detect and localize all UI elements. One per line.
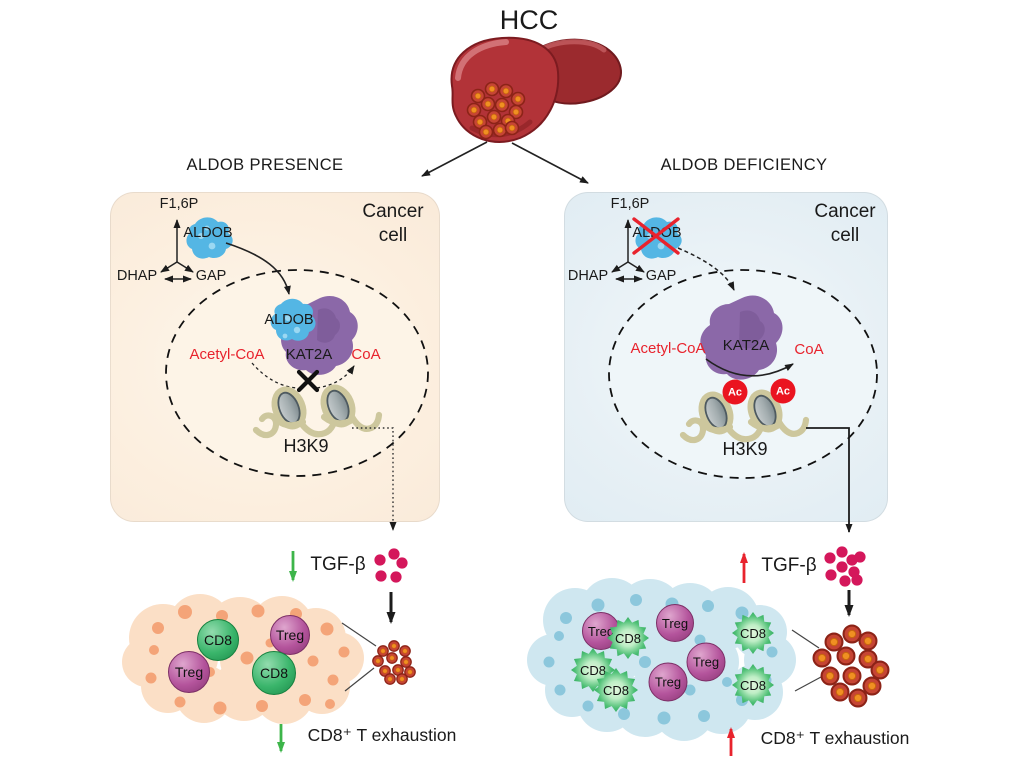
tgf-beta-molecules-icon <box>824 546 866 587</box>
treg-cell: Treg <box>168 651 210 693</box>
arrow-to-presence <box>421 141 488 177</box>
gap-label: GAP <box>195 268 227 284</box>
acetyl-coa-label: Acetyl-CoA <box>189 346 265 363</box>
active-reaction-arrow <box>705 358 794 377</box>
acetyl-coa-label: Acetyl-CoA <box>630 340 706 357</box>
presence-pathway-graphics <box>160 217 429 531</box>
deficiency-pathway-graphics <box>608 217 878 533</box>
presence-panel-title: ALDOB PRESENCE <box>186 156 344 174</box>
cancer-cell-label: Cancer cell <box>362 201 424 247</box>
f16p-label: F1,6P <box>159 196 199 212</box>
diagram-title: HCC <box>499 5 559 35</box>
dashed-translocation-arrow <box>677 247 735 291</box>
treg-cell: Treg <box>686 642 726 682</box>
acetyl-mark-badge: Ac <box>722 379 748 405</box>
liver-icon <box>450 36 622 143</box>
cd8-t-cell: CD8 <box>197 619 239 661</box>
arrow-to-deficiency <box>511 142 589 184</box>
aldob-nucleus-label: ALDOB <box>264 312 314 328</box>
callout-line <box>794 676 822 692</box>
f16p-label: F1,6P <box>610 196 650 212</box>
kat2a-label: KAT2A <box>285 346 333 363</box>
deficiency-panel-title: ALDOB DEFICIENCY <box>660 156 828 174</box>
presence-outcome-graphics <box>122 548 416 753</box>
low-output-dotted-arrow <box>352 427 397 531</box>
aldob-translocation-arrow <box>225 242 291 295</box>
coa-label: CoA <box>794 341 824 358</box>
callout-line <box>344 667 375 692</box>
treg-cell: Treg <box>648 662 688 702</box>
callout-line <box>341 622 377 647</box>
callout-line <box>791 629 820 649</box>
exhaustion-label: CD8⁺ T exhaustion <box>760 728 910 748</box>
kat2a-label: KAT2A <box>722 337 770 354</box>
exhaustion-label: CD8⁺ T exhaustion <box>307 725 457 745</box>
treg-cell: Treg <box>270 615 310 655</box>
dhap-label: DHAP <box>567 268 609 284</box>
h3k9-label: H3K9 <box>283 436 329 456</box>
dhap-label: DHAP <box>116 268 158 284</box>
tissue-dots-left <box>145 604 350 715</box>
reaction-blocked-x-icon <box>296 369 320 393</box>
cd8-t-cell: CD8 <box>252 651 296 695</box>
blocked-reaction-arrow-left-half <box>251 362 298 389</box>
h3k9-label: H3K9 <box>722 439 768 459</box>
aldob-cytoplasm-label: ALDOB <box>183 225 233 241</box>
tgf-beta-label: TGF-β <box>310 554 366 575</box>
gap-label: GAP <box>645 268 677 284</box>
high-output-solid-arrow <box>806 427 853 533</box>
acetyl-mark-badge: Ac <box>770 378 796 404</box>
tgf-beta-molecules-icon <box>374 548 408 583</box>
treg-cell: Treg <box>656 604 694 642</box>
cancer-cell-label: Cancer cell <box>814 201 876 247</box>
tgf-beta-label: TGF-β <box>761 555 817 576</box>
aldob-crossed-out-icon <box>632 217 680 255</box>
aldob-enzyme-icon <box>186 217 233 259</box>
small-tumor-icon <box>372 640 416 685</box>
large-tumor-icon <box>812 624 890 708</box>
aldob-in-nucleus-icon <box>270 298 316 341</box>
coa-label: CoA <box>351 346 381 363</box>
